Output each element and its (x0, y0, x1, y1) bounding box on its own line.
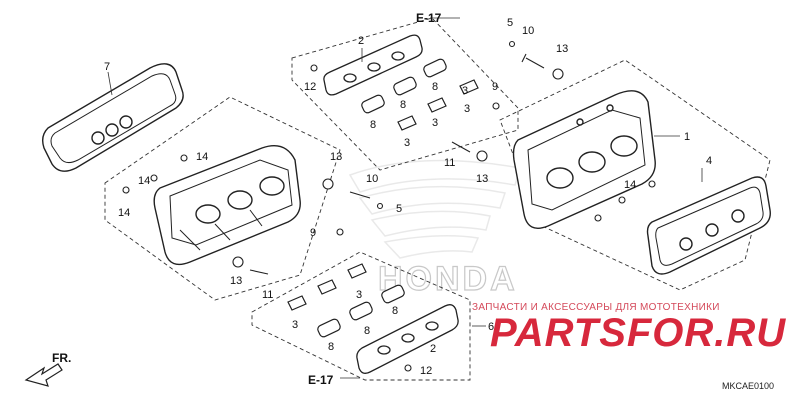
seal-3-bottom-group (287, 263, 367, 311)
callout-3: 3 (356, 289, 362, 301)
callout-8: 8 (400, 99, 406, 111)
group-box-top (291, 17, 519, 171)
callout-e17-bottom: E-17 (308, 373, 334, 387)
callout-5: 5 (507, 17, 513, 29)
rail-2-top (323, 34, 423, 96)
callout-11: 11 (444, 157, 455, 169)
callout-labels: E-17 5 10 13 2 7 12 8 8 8 3 3 3 3 9 1 14… (104, 11, 712, 387)
seal-8-bottom-group (317, 284, 405, 338)
rail-2-bottom (356, 304, 459, 374)
callout-3: 3 (464, 103, 470, 115)
callout-10: 10 (366, 173, 378, 185)
callout-8: 8 (392, 305, 398, 317)
front-label: FR. (52, 351, 71, 365)
leader-lines (107, 17, 703, 379)
callout-3: 3 (432, 117, 438, 129)
callout-8: 8 (364, 325, 370, 337)
group-box-bottom (251, 251, 471, 381)
callout-e17-top: E-17 (416, 11, 442, 25)
callout-13: 13 (330, 151, 342, 163)
callout-14: 14 (196, 151, 208, 163)
callout-7: 7 (104, 61, 110, 73)
callout-5: 5 (396, 203, 402, 215)
callout-3: 3 (462, 85, 468, 97)
callout-8: 8 (432, 81, 438, 93)
seal-3-top-group (397, 79, 479, 131)
callout-9: 9 (492, 81, 498, 93)
small-parts (122, 40, 656, 372)
callout-1: 1 (684, 131, 690, 143)
head-cover-left (153, 145, 301, 266)
callout-10: 10 (522, 25, 534, 37)
callout-3: 3 (292, 319, 298, 331)
callout-2: 2 (430, 343, 436, 355)
callout-13: 13 (230, 275, 242, 287)
callout-3: 3 (404, 137, 410, 149)
callout-12: 12 (304, 81, 316, 93)
gasket-7 (41, 63, 184, 172)
seal-8-top-group (361, 58, 447, 114)
callout-13: 13 (556, 43, 568, 55)
watermark-logo: PARTSFOR.RU (490, 311, 787, 355)
callout-12: 12 (420, 365, 432, 377)
callout-4: 4 (706, 155, 712, 167)
callout-14: 14 (118, 207, 130, 219)
front-direction-arrow (24, 363, 63, 387)
callout-2: 2 (358, 35, 364, 47)
callout-9: 9 (310, 227, 316, 239)
callout-8: 8 (328, 341, 334, 353)
callout-14: 14 (624, 179, 636, 191)
callout-11: 11 (262, 289, 273, 301)
callout-14: 14 (138, 175, 150, 187)
watermark-tagline: ЗАПЧАСТИ И АКСЕССУАРЫ ДЛЯ МОТОТЕХНИКИ (472, 302, 720, 313)
callout-13: 13 (476, 173, 488, 185)
callout-8: 8 (370, 119, 376, 131)
head-cover-right (512, 90, 656, 229)
callout-6: 6 (488, 321, 494, 333)
diagram-code: MKCAE0100 (722, 381, 775, 391)
gasket-4 (646, 176, 771, 275)
